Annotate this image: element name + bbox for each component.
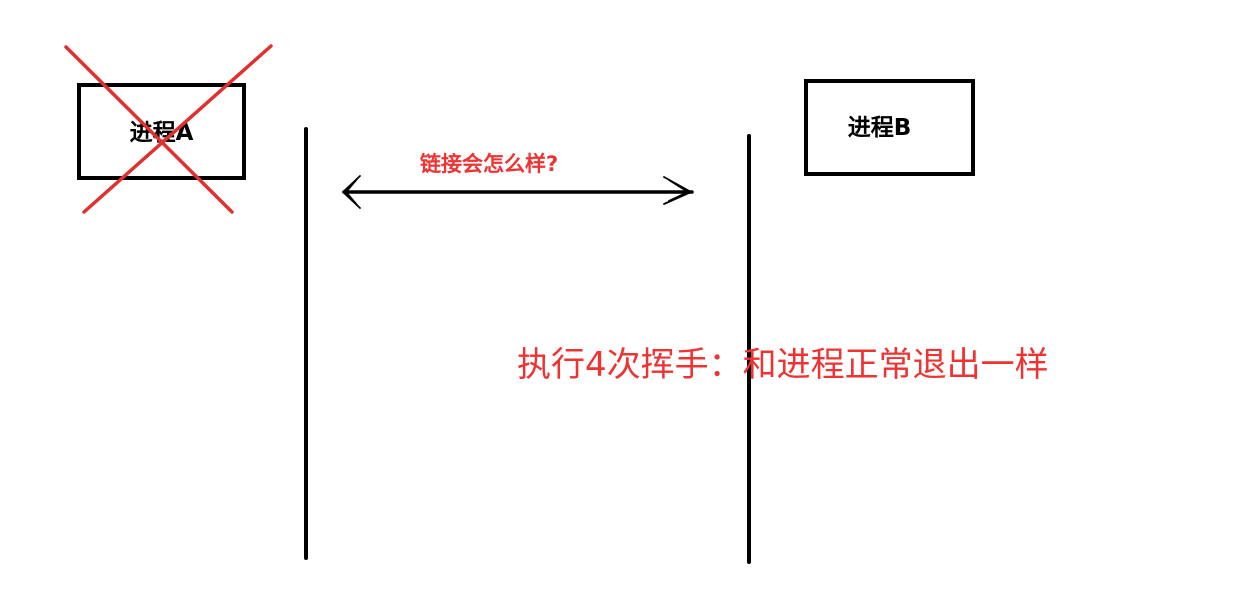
process-b-box: 进程B	[804, 79, 975, 176]
connection-question: 链接会怎么样?	[420, 152, 559, 176]
conclusion-note: 执行4次挥手：和进程正常退出一样	[517, 345, 1049, 385]
connection-arrow	[342, 175, 694, 209]
process-b-label: 进程B	[847, 114, 912, 141]
left-arrowhead-icon	[342, 175, 361, 209]
process-a-box: 进程A	[77, 83, 246, 180]
cross-mark-icon	[64, 44, 273, 214]
right-arrowhead-icon	[663, 176, 692, 205]
